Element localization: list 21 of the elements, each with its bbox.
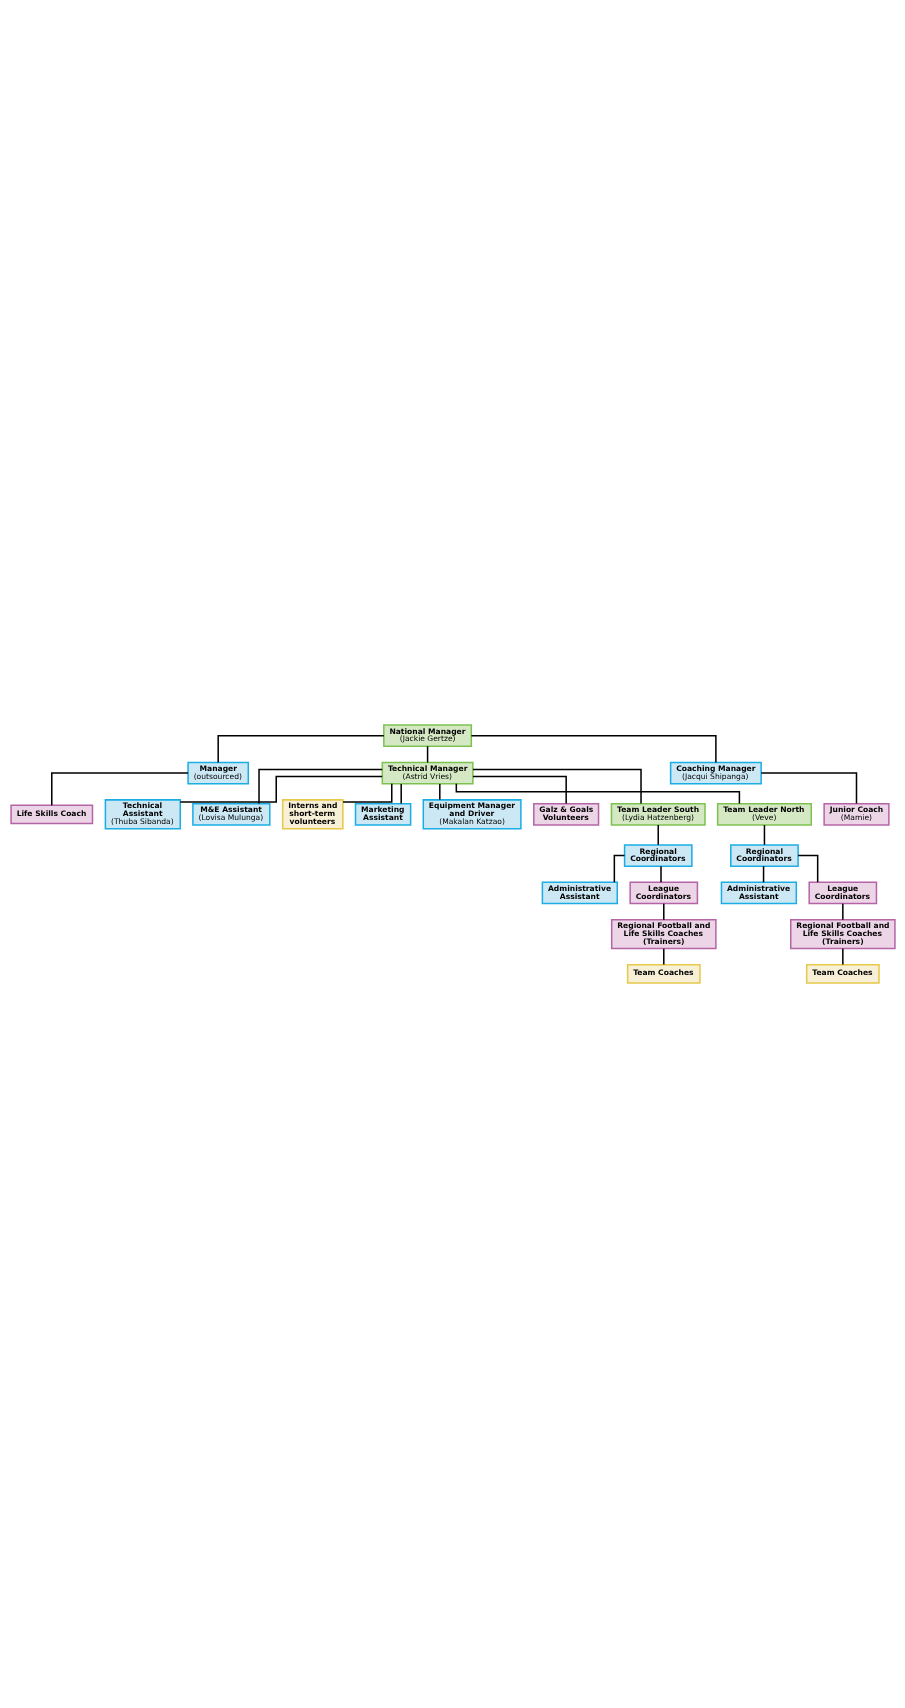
connector [841, 903, 844, 921]
connector [399, 783, 402, 805]
connector [471, 775, 567, 805]
connector [763, 824, 765, 846]
connector [841, 947, 844, 966]
connector [796, 854, 818, 884]
connector [662, 903, 665, 921]
connector [613, 854, 625, 884]
connector [455, 783, 740, 805]
connector [760, 772, 857, 805]
connector [471, 768, 642, 805]
connector [179, 775, 383, 803]
connector [659, 865, 662, 884]
connector [257, 768, 383, 805]
connector [341, 783, 392, 803]
connector [470, 734, 717, 764]
connector [656, 824, 659, 846]
connector [662, 947, 665, 966]
connector [50, 772, 189, 806]
connector [438, 783, 441, 801]
connector [216, 734, 385, 764]
